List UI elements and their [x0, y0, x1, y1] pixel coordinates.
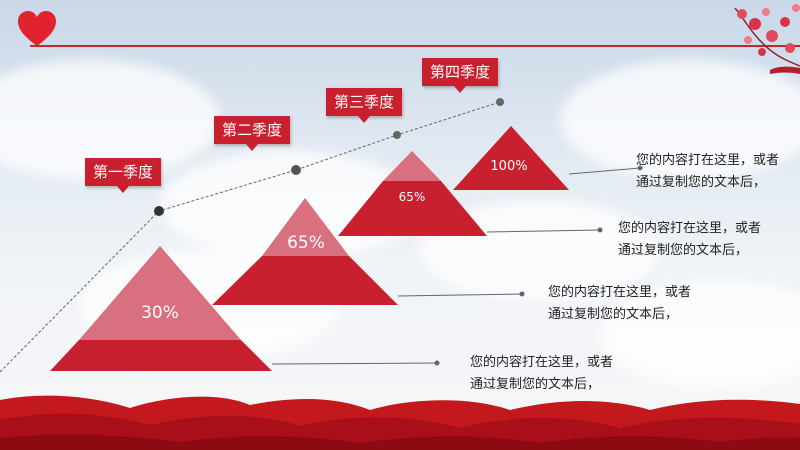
- heart-icon: [18, 11, 56, 46]
- description-quarter-2: 您的内容打在这里，或者 通过复制您的文本后，: [548, 282, 691, 326]
- quarter-marker-3: [393, 131, 401, 139]
- description-line: 通过复制您的文本后，: [470, 377, 601, 392]
- pyramid-quarter-4: [453, 126, 643, 190]
- description-line: 通过复制您的文本后，: [548, 307, 679, 322]
- description-quarter-1: 您的内容打在这里，或者 通过复制您的文本后，: [470, 352, 613, 396]
- quarter-tag-4: 第四季度: [422, 58, 499, 93]
- header-divider-line: [30, 45, 800, 47]
- quarter-marker-4: [496, 98, 504, 106]
- pyramid-quarter-3: [338, 151, 603, 236]
- red-wave-decoration: [0, 395, 800, 450]
- description-quarter-4: 您的内容打在这里，或者 通过复制您的文本后，: [636, 150, 779, 194]
- description-line: 您的内容打在这里，或者: [470, 355, 614, 370]
- cloud-decoration: [560, 60, 800, 180]
- percent-label-quarter-4: 100%: [490, 159, 527, 174]
- quarter-tag-2: 第二季度: [214, 116, 291, 151]
- growth-trend-line: [0, 101, 501, 373]
- pyramid-quarter-1: [50, 246, 440, 371]
- description-line: 通过复制您的文本后，: [618, 243, 749, 258]
- quarter-tag-1: 第一季度: [85, 158, 162, 193]
- description-quarter-3: 您的内容打在这里，或者 通过复制您的文本后，: [618, 218, 761, 262]
- percent-label-quarter-1: 30%: [141, 303, 179, 323]
- percent-label-quarter-3: 65%: [399, 190, 426, 204]
- quarter-marker-1: [154, 206, 164, 216]
- quarter-tag-3: 第三季度: [326, 88, 403, 123]
- description-line: 您的内容打在这里，或者: [618, 221, 762, 236]
- percent-label-quarter-2: 65%: [287, 233, 325, 253]
- pyramid-quarter-2: [212, 198, 525, 305]
- description-line: 您的内容打在这里，或者: [636, 153, 780, 168]
- cloud-decoration: [600, 280, 800, 390]
- quarter-marker-2: [291, 165, 301, 175]
- plum-blossom-decoration: [734, 4, 800, 74]
- description-line: 通过复制您的文本后，: [636, 175, 767, 190]
- description-line: 您的内容打在这里，或者: [548, 285, 692, 300]
